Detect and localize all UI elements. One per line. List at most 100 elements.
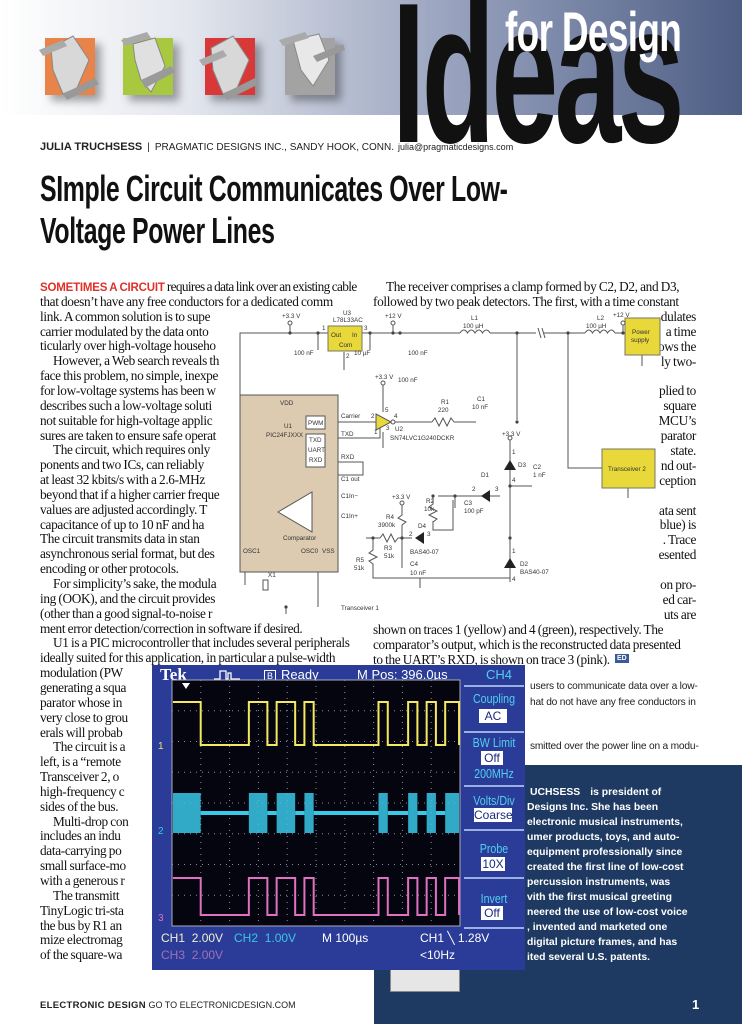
schematic-label: X1 xyxy=(268,572,276,579)
menu-coupling-label[interactable]: Coupling xyxy=(472,691,516,706)
bio-line: percussion instruments, was xyxy=(527,877,670,888)
article-text: includes an indu xyxy=(40,828,121,844)
article-text: the bus by R1 an xyxy=(40,917,122,933)
acquisition-badge: B xyxy=(264,670,277,682)
menu-probe-label[interactable]: Probe xyxy=(479,841,509,856)
article-text: for low-voltage systems has been w xyxy=(40,382,216,398)
schematic-label: C1In− xyxy=(341,493,358,500)
menu-voltsdiv-label[interactable]: Volts/Div xyxy=(473,793,515,808)
article-right-column: The receiver comprises a clamp formed by… xyxy=(373,279,696,669)
schematic-label: +3.3 V xyxy=(502,431,521,438)
article-text-line: (other than a good signal-to-noise r xyxy=(40,606,212,621)
menu-invert-value[interactable]: Off xyxy=(481,906,503,920)
scope-channel-title: CH4 xyxy=(485,667,512,682)
scope-mpos: M Pos: 396.0µs xyxy=(357,667,448,682)
resistor-r4 xyxy=(397,505,407,538)
article-text: of the square-wa xyxy=(40,947,123,963)
bio-line: digital picture frames, and has xyxy=(527,937,677,948)
article-text: high-frequency c xyxy=(40,783,125,799)
article-text-line: carrier modulated by the data onto xyxy=(40,324,209,339)
u2-buffer xyxy=(375,413,393,431)
diode-d2 xyxy=(504,558,516,568)
schematic-label: D4 xyxy=(418,523,427,530)
bio-line: ited several U.S. patents. xyxy=(527,952,650,963)
article-text-line: Transceiver 2, o xyxy=(40,769,119,784)
article-text-line: for low-voltage systems has been w xyxy=(40,383,216,398)
article-text-line: data-carrying po xyxy=(40,843,122,858)
menu-bwlimit-label[interactable]: BW Limit xyxy=(472,735,516,750)
schematic-label: UART xyxy=(308,447,325,454)
article-text-line: ing (OOK), and the circuit provides xyxy=(40,591,215,606)
article-text-line: state. xyxy=(670,442,696,458)
schematic-label: 51k xyxy=(354,565,365,572)
schematic-label: R1 xyxy=(441,399,450,406)
article-text-line: followed by two peak detectors. The firs… xyxy=(373,293,679,309)
article-text-line: square xyxy=(663,398,696,414)
article-text-line: ception xyxy=(659,472,696,488)
schematic-label: 100 µH xyxy=(463,323,484,330)
menu-divider xyxy=(464,877,524,879)
menu-voltsdiv-value[interactable]: Coarse xyxy=(474,808,513,822)
menu-bwlimit-value[interactable]: Off xyxy=(481,751,503,765)
article-text-line: the bus by R1 an xyxy=(40,918,122,933)
article-text-line: TinyLogic tri-sta xyxy=(40,903,124,918)
schematic-label: C1 xyxy=(477,396,486,403)
author-email[interactable]: julia@pragmaticdesigns.com xyxy=(398,142,514,152)
article-text-line: The transmitt xyxy=(40,888,120,903)
article-text-line: comparator’s output, which is the recons… xyxy=(373,636,681,652)
schematic-label: +12 V xyxy=(613,312,630,319)
article-text: TinyLogic tri-sta xyxy=(40,902,124,918)
bio-text: created the first line of low-cost xyxy=(527,862,684,873)
article-text: face this problem, no simple, inexpe xyxy=(40,368,219,384)
bio-text: equipment professionally since xyxy=(527,847,683,858)
schematic-label: +3.3 V xyxy=(392,494,411,501)
folded-beam-icon xyxy=(121,32,175,93)
article-text: describes such a low-voltage soluti xyxy=(40,397,212,413)
bio-text: Designs Inc. She has been xyxy=(527,802,659,813)
article-title-line1: SImple Circuit Communicates Over Low- xyxy=(40,168,508,209)
diode-d3 xyxy=(504,460,516,470)
menu-probe-value[interactable]: 10X xyxy=(481,857,505,871)
resistor-r5 xyxy=(368,538,510,579)
ch1-scale: 2.00V xyxy=(191,931,224,945)
schematic-label: 4 xyxy=(512,576,516,583)
resistor-r2 xyxy=(427,496,454,531)
pwm-block xyxy=(305,415,326,430)
bio-line: , invented and marketed one xyxy=(527,922,667,933)
footer-link[interactable]: GO TO ELECTRONICDESIGN.COM xyxy=(148,1000,296,1010)
schematic-label: +12 V xyxy=(385,313,402,320)
schematic-label: R4 xyxy=(386,514,395,521)
schematic-label: RXD xyxy=(341,454,355,461)
article-text: parator whose in xyxy=(40,694,123,710)
schematic-label: 100 nF xyxy=(408,350,428,357)
article-text-line: sides of the bus. xyxy=(40,799,119,814)
menu-coupling-value[interactable]: AC xyxy=(479,709,507,723)
sidebar-line: smitted over the power line on a modu- xyxy=(530,741,699,752)
menu-invert-label[interactable]: Invert xyxy=(480,891,508,906)
bio-line: equipment professionally since xyxy=(527,847,682,858)
schematic-label: 1 xyxy=(374,429,378,436)
article-text-line: values are adjusted accordingly. T xyxy=(40,502,207,517)
article-text: at least 32 kbits/s with a 2.6-MHz xyxy=(40,472,205,488)
menu-bwlimit-extra: 200MHz xyxy=(474,766,514,781)
schematic-label: Transceiver 1 xyxy=(341,605,379,612)
schematic-label: Power xyxy=(632,329,650,336)
article-text-line: MCU’s xyxy=(658,413,697,429)
article-left-column: SOMETIMES A CIRCUIT requires a data link… xyxy=(40,279,365,969)
schematic-label: SN74LVC1G240DCKR xyxy=(390,435,455,442)
trace-ch1-yellow xyxy=(172,701,461,746)
article-text-line: sures are taken to ensure safe operat xyxy=(40,428,216,443)
folded-beam-icon xyxy=(279,32,345,87)
schematic-label: Carrier xyxy=(341,413,360,420)
schematic-label: PWM xyxy=(308,420,323,427)
menu-divider xyxy=(464,685,524,687)
article-text-line: However, a Web search reveals th xyxy=(40,353,219,368)
article-text-line: describes such a low-voltage soluti xyxy=(40,398,212,413)
schematic-label: 10 nF xyxy=(472,404,488,411)
article-text: ment error detection/correction in softw… xyxy=(40,620,303,636)
diode-d1 xyxy=(481,490,490,502)
article-text: with a generous r xyxy=(40,873,125,888)
bio-text: neered the use of low-cost voice xyxy=(527,907,688,918)
comparator-symbol xyxy=(277,491,313,533)
